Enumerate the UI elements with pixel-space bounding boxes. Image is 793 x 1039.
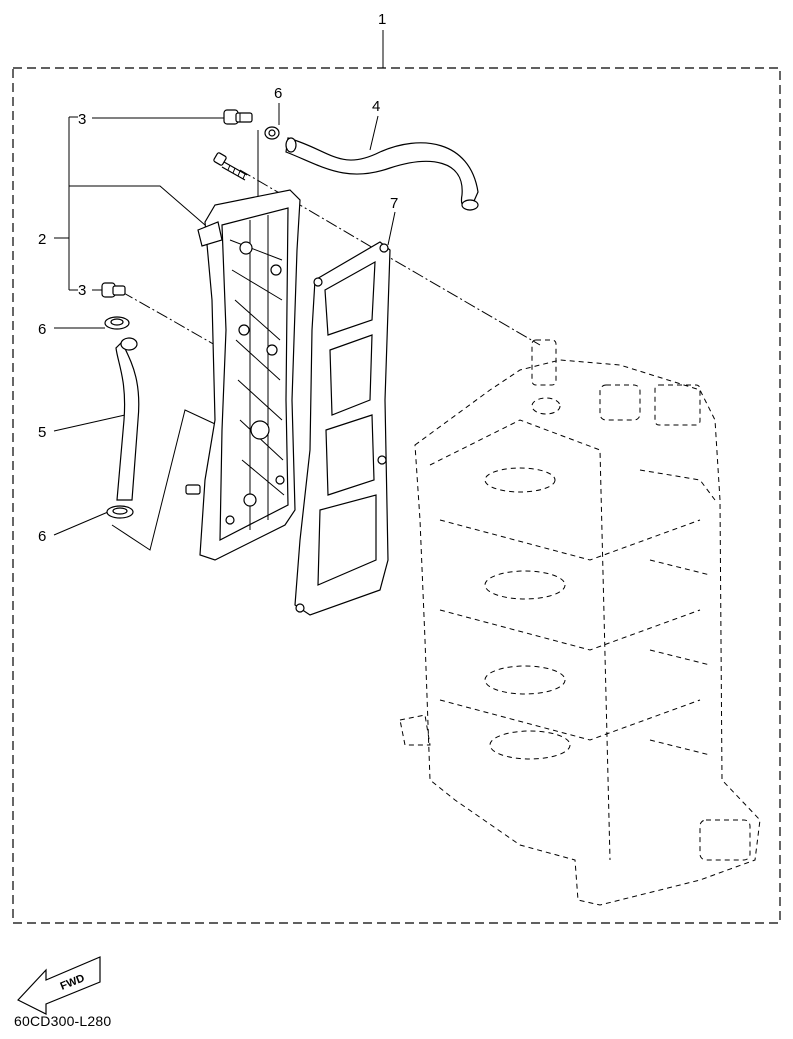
callout-7: 7 <box>387 195 398 246</box>
svg-text:6: 6 <box>274 85 282 102</box>
forward-direction-icon: FWD <box>17 956 101 1015</box>
svg-text:3: 3 <box>78 111 86 128</box>
alignment-line-lower-hose <box>111 409 229 551</box>
svg-text:5: 5 <box>38 424 46 441</box>
callout-4: 4 <box>369 98 380 151</box>
svg-text:2: 2 <box>38 231 46 248</box>
hose-clamp-mid <box>104 316 130 330</box>
cover-plate <box>185 189 301 561</box>
callout-1: 1 <box>378 11 386 68</box>
fitting-lower <box>101 282 126 298</box>
svg-text:3: 3 <box>78 282 86 299</box>
hose-upper <box>285 137 479 211</box>
hose-clamp-top <box>264 126 280 140</box>
callout-6-top: 6 <box>274 85 282 125</box>
callout-2: 2 <box>38 117 206 290</box>
alignment-line-fitting <box>121 291 216 346</box>
alignment-line-bolt <box>239 169 541 346</box>
hose-lower <box>115 337 140 501</box>
cylinder-block <box>399 339 761 906</box>
svg-text:1: 1 <box>378 11 386 28</box>
callout-3-lower: 3 <box>69 282 102 299</box>
svg-text:4: 4 <box>372 98 380 115</box>
bolt <box>213 152 248 181</box>
callout-6-bottom: 6 <box>38 511 109 545</box>
callout-3-upper: 3 <box>69 111 224 128</box>
callout-6-mid: 6 <box>38 321 105 338</box>
callout-5: 5 <box>38 414 126 441</box>
assembly-frame <box>12 67 781 924</box>
gasket <box>294 241 391 616</box>
fitting-upper <box>223 109 253 125</box>
svg-text:6: 6 <box>38 528 46 545</box>
svg-text:7: 7 <box>390 195 398 212</box>
figure-code: 60CD300-L280 <box>14 1013 112 1029</box>
svg-text:6: 6 <box>38 321 46 338</box>
hose-clamp-bottom <box>106 505 134 519</box>
